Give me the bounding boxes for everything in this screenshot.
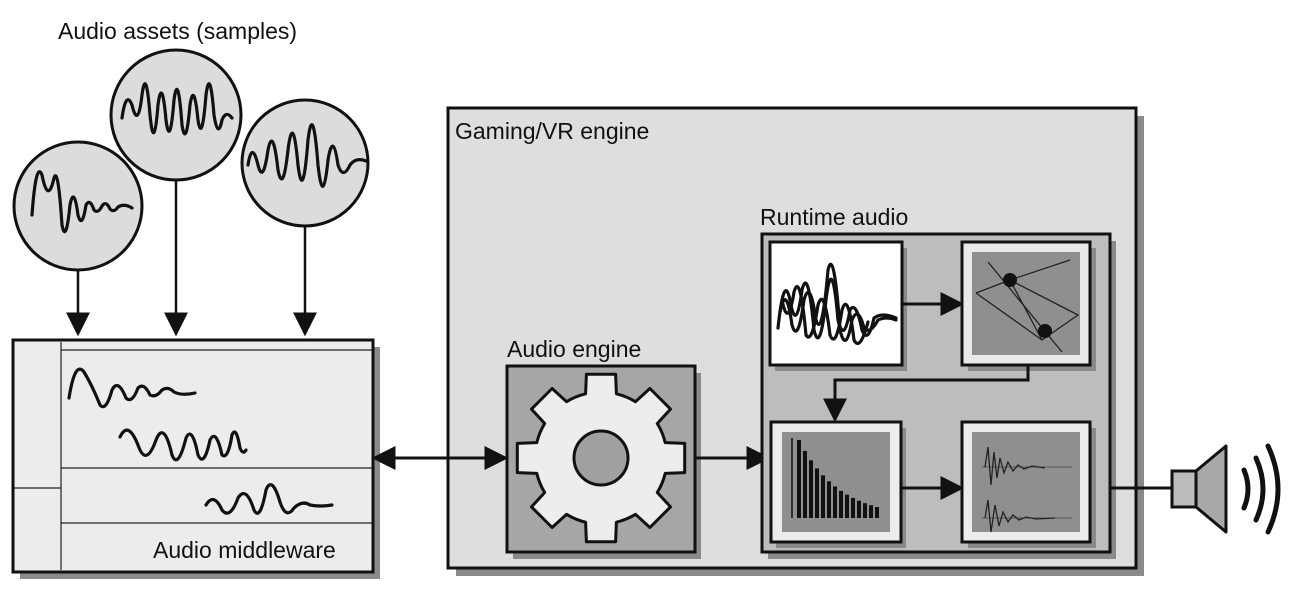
- waveform-icon: [30, 170, 134, 234]
- spectrum-display: [769, 420, 906, 548]
- spectrum-bar: [809, 460, 813, 518]
- waveform-icon: [118, 428, 248, 462]
- spectrum-bar: [821, 475, 825, 518]
- waveform-icon: [67, 367, 197, 409]
- gear-icon: [515, 372, 687, 544]
- geometry-display: [960, 240, 1096, 371]
- spectrum-bar: [833, 486, 837, 518]
- audio-engine-box: Audio engine: [505, 336, 701, 559]
- spectrum-bar: [827, 481, 831, 518]
- geometry-spectrum-arrow: [823, 365, 1030, 423]
- middleware-label: Audio middleware: [153, 537, 336, 563]
- spectrum-bar: [845, 494, 849, 518]
- spectrum-bar: [797, 440, 801, 518]
- audio-engine-label: Audio engine: [507, 336, 641, 362]
- waveform-display: [768, 240, 907, 371]
- spectrum-icon: [791, 438, 879, 518]
- geometry-icon: [975, 259, 1080, 353]
- waveform-icon: [246, 123, 368, 188]
- spectrum-bar: [839, 490, 843, 518]
- runtime-audio-label: Runtime audio: [760, 204, 908, 230]
- assets-label: Audio assets (samples): [58, 18, 297, 44]
- spectrum-bar: [869, 505, 873, 518]
- spectrum-bar: [803, 450, 807, 518]
- spectrum-bar: [857, 500, 861, 518]
- impulse-response-icon: [982, 446, 1072, 533]
- middleware-panel: Audio middleware: [11, 338, 380, 579]
- waveform-icon: [120, 82, 234, 136]
- audio-sample-1: [12, 140, 144, 272]
- waveform-icon: [204, 483, 334, 515]
- gaming-engine-label: Gaming/VR engine: [455, 118, 649, 144]
- audio-sample-3: [240, 98, 370, 228]
- spectrum-bar: [863, 503, 867, 518]
- waveform-icon: [776, 262, 898, 345]
- spectrum-bar: [815, 468, 819, 518]
- spectrum-bar: [875, 507, 879, 518]
- speaker-icon: [1170, 443, 1281, 535]
- audio-sample-2: [109, 48, 243, 182]
- impulse-response-display: [960, 420, 1096, 548]
- spectrum-bar: [851, 497, 855, 518]
